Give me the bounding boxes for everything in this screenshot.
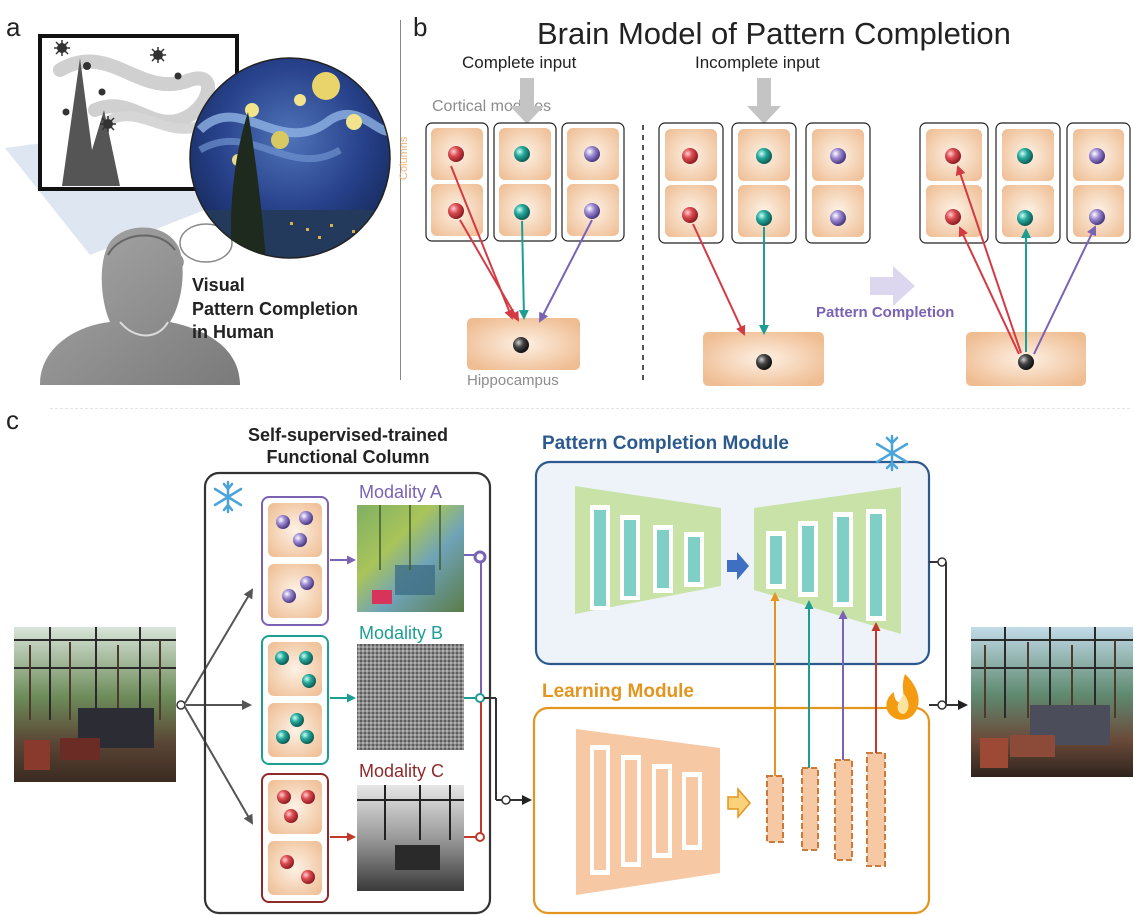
sun-icon xyxy=(54,40,182,132)
panel-b-diagram xyxy=(425,78,1131,386)
cortical-columns-completed xyxy=(919,122,1131,244)
pcm-bridge-arrow xyxy=(727,552,749,580)
fire-icon xyxy=(886,674,919,720)
pattern-completion-arrow xyxy=(870,266,915,306)
modality-b-label: Modality B xyxy=(359,623,444,643)
connections-incomplete xyxy=(692,223,769,336)
pcm-decoder xyxy=(754,487,901,634)
lm-title: Learning Module xyxy=(542,681,694,702)
modality-a-label: Modality A xyxy=(359,482,443,502)
input-room-photo xyxy=(14,627,176,782)
modality-b-image xyxy=(357,644,464,750)
modality-a-image xyxy=(357,505,464,612)
output-room-photo xyxy=(971,627,1133,777)
modality-a-column xyxy=(261,496,329,626)
cortical-columns-incomplete xyxy=(658,122,871,244)
modality-b-column xyxy=(261,635,329,765)
lm-bridge-arrow xyxy=(727,786,751,820)
pcm-title: Pattern Completion Module xyxy=(542,433,789,454)
split-arrows xyxy=(184,588,254,825)
starry-night-painting xyxy=(190,58,390,258)
connections-complete xyxy=(450,165,593,323)
modality-c-label: Modality C xyxy=(359,761,445,781)
functional-column-title-line1: Self-supervised-trained xyxy=(247,425,449,445)
modality-c-column xyxy=(261,773,329,903)
modality-bus xyxy=(464,550,532,842)
panel-a-letter: a xyxy=(6,12,21,42)
snowflake-icon xyxy=(213,480,243,514)
incomplete-input-arrow xyxy=(747,78,781,124)
panel-c-letter: c xyxy=(6,405,19,435)
panel-a-illustration xyxy=(5,34,391,385)
functional-column-title: Self-supervised-trained Functional Colum… xyxy=(228,424,468,468)
output-connector xyxy=(929,557,968,710)
caption-line-1: Visual xyxy=(192,275,245,295)
panel-divider xyxy=(400,20,401,380)
cypress-shape xyxy=(62,58,120,186)
panel-b-letter: b xyxy=(413,12,428,42)
brain-model-title: Brain Model of Pattern Completion xyxy=(537,16,1011,51)
incomplete-input-label: Incomplete input xyxy=(695,53,820,72)
panel-c-diagram xyxy=(14,434,1133,915)
functional-column-frame xyxy=(203,471,492,915)
caption-line-2: Pattern Completion xyxy=(192,298,359,319)
complete-input-arrow xyxy=(510,78,544,124)
complete-input-label: Complete input xyxy=(462,53,577,72)
connections-completed xyxy=(955,165,1097,355)
person-head-silhouette xyxy=(40,227,240,385)
hippocampus-label: Hippocampus xyxy=(467,372,559,389)
pcm-encoder xyxy=(575,486,721,614)
snowflake-icon xyxy=(875,434,909,472)
pattern-completion-label: Pattern Completion xyxy=(816,304,955,321)
section-divider xyxy=(50,408,1130,409)
panel-a-caption: Visual Pattern Completion in Human xyxy=(192,274,358,345)
lm-encoder xyxy=(576,729,720,895)
modality-c-image xyxy=(357,785,464,891)
caption-line-3: in Human xyxy=(192,322,275,342)
functional-column-title-line2: Functional Column xyxy=(266,447,430,467)
cortical-columns-complete xyxy=(425,122,625,242)
